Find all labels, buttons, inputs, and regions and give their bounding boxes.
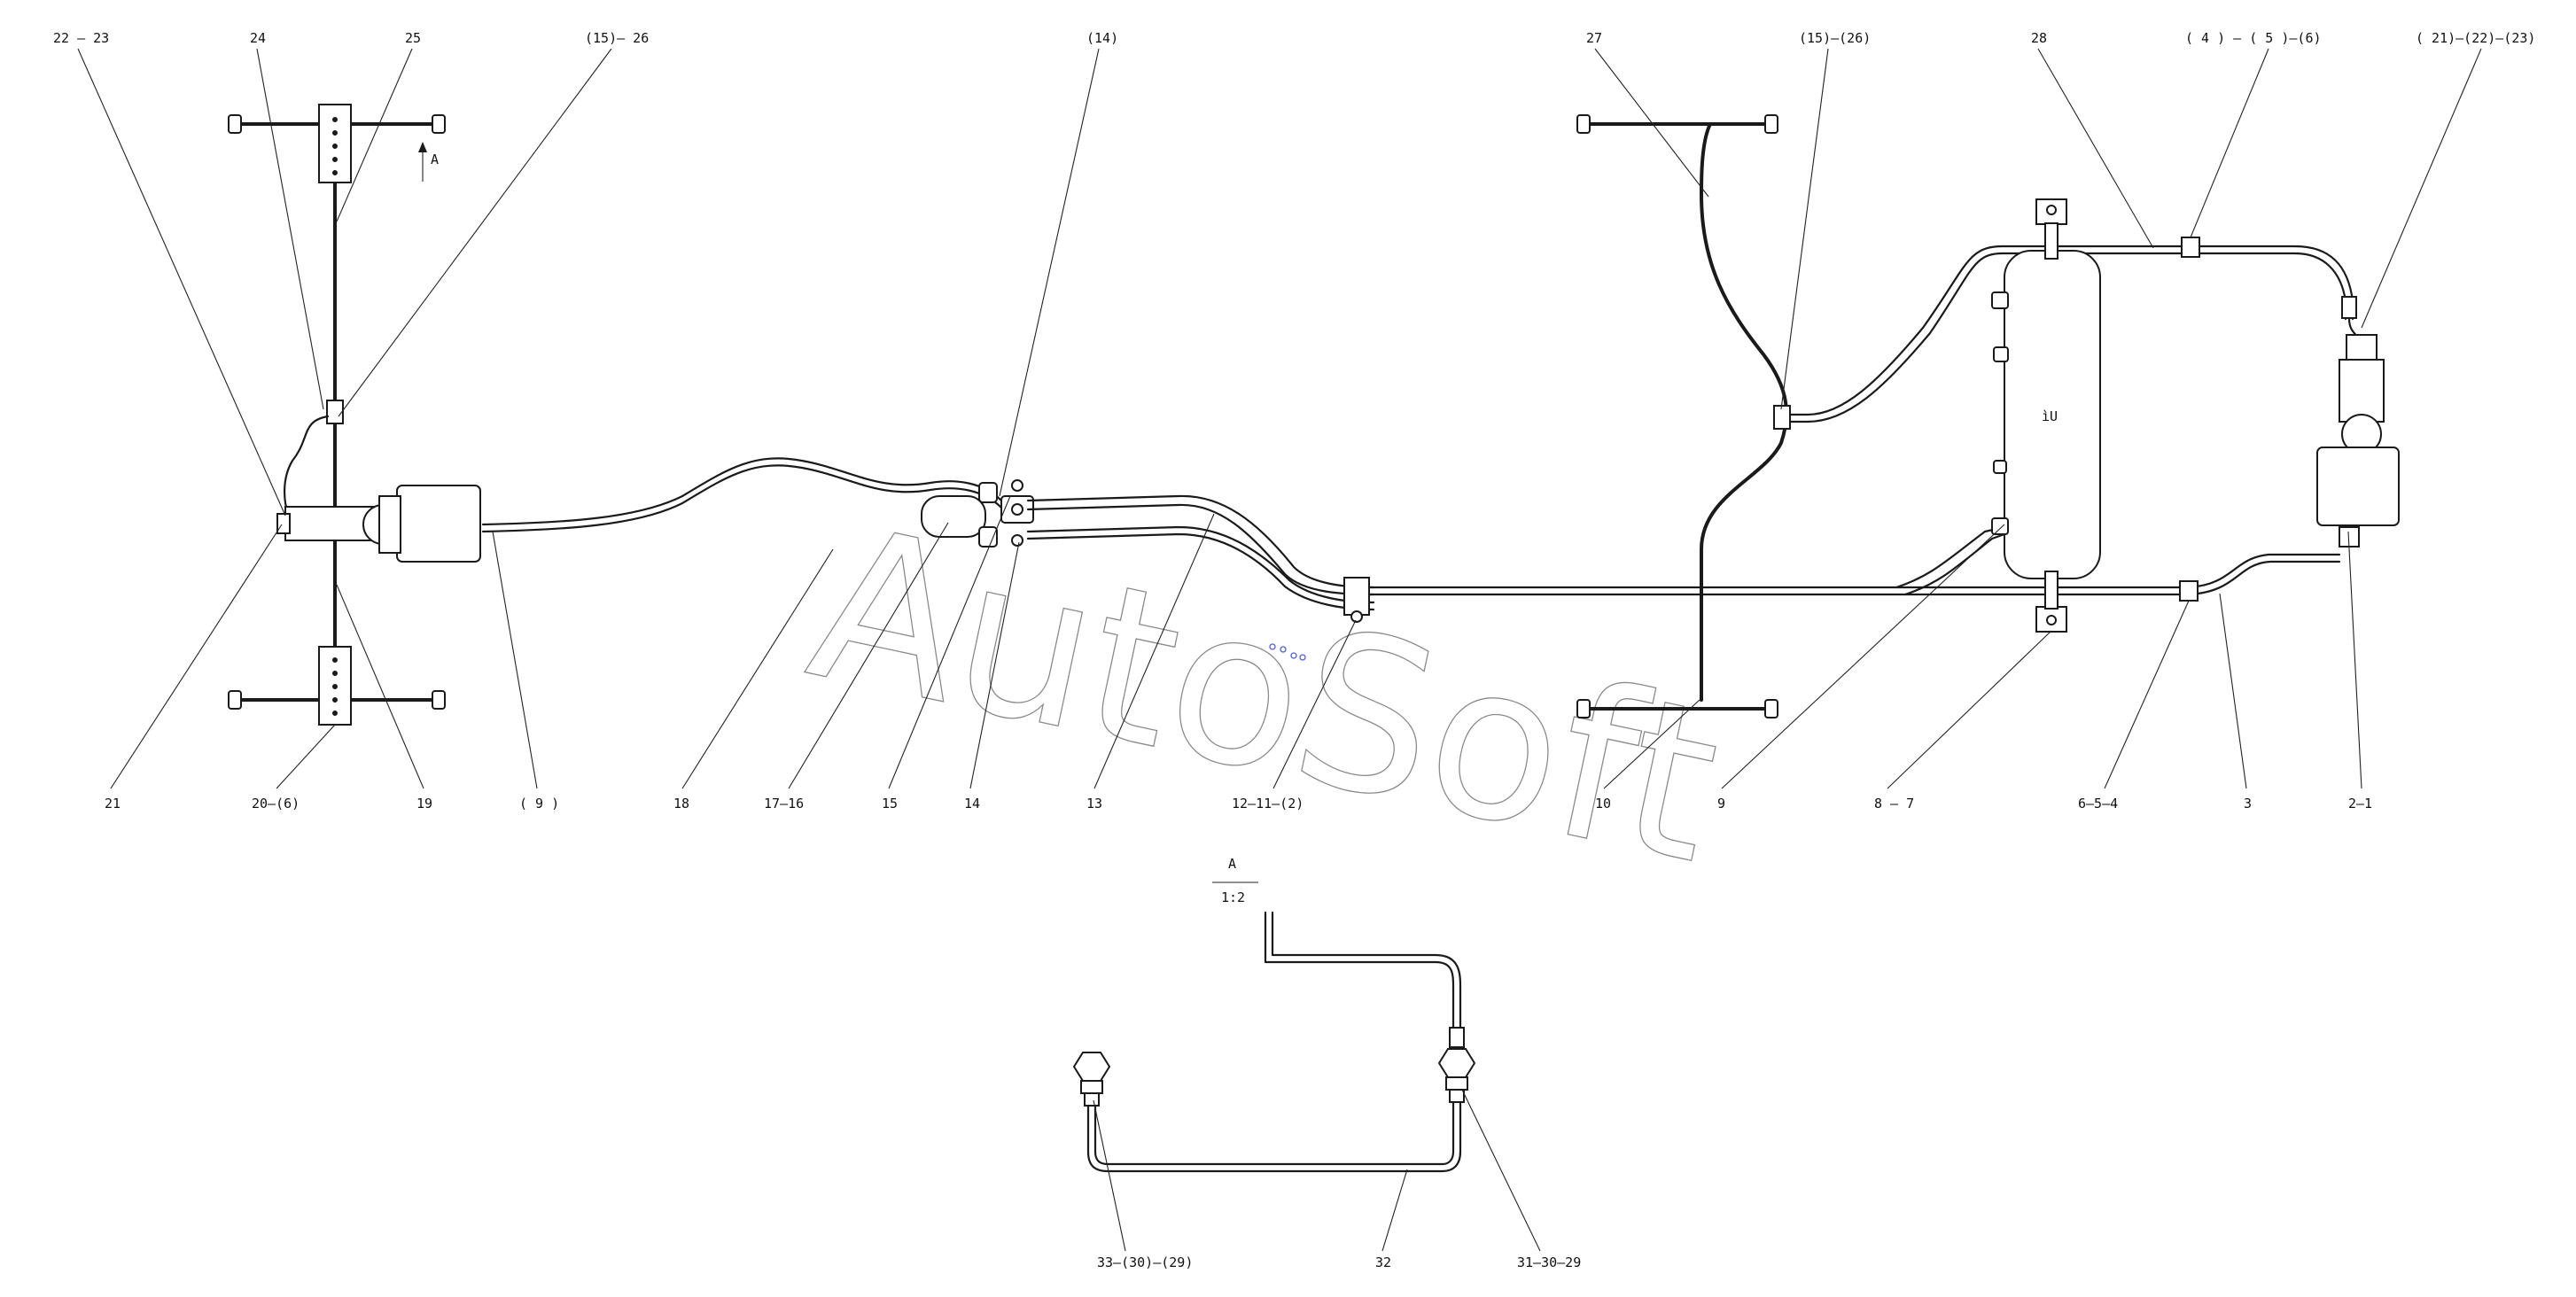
tee-fitting [326,400,344,424]
leader-lines [77,48,2482,789]
callout-27: 27 [1586,30,1602,46]
callout-24: 24 [250,30,266,46]
detail-left-fitting [1072,1052,1111,1107]
top-distribution-block [318,104,352,183]
pipe-13-upper [1026,494,1375,589]
detail-pipe-32 [1086,1097,1462,1173]
callout-14: 14 [964,796,980,812]
pipe-28 [1779,245,2354,416]
detail-view-letter: A [1228,856,1236,872]
callout-31-30-29: 31—30—29 [1517,1254,1581,1270]
callout-33-30-29: 33—(30)—(29) [1097,1254,1193,1270]
pipe-9-branch [1895,525,2006,589]
detail-right-fitting [1437,1027,1476,1103]
view-arrow-label: A [431,151,439,167]
pipe-13-upper-inner [1026,503,1375,596]
callout-20-6: 20—(6) [252,796,300,812]
cross-pipe-end-fittings [228,114,446,710]
callouts-top: 22 — 23 24 25 (15)— 26 (14) 27 (15)—(26)… [53,30,2535,46]
watermark-dots [1269,643,1306,661]
pipe-28-inner [1779,252,2347,423]
callout-15: 15 [882,796,898,812]
callout-19: 19 [416,796,432,812]
right-brake-chamber [2316,334,2400,548]
callout-15-26-left: (15)— 26 [585,30,649,46]
axle-hose [283,415,330,516]
callout-21: 21 [105,796,121,812]
pipe-9-branch-inner [1903,532,2006,596]
callout-25: 25 [405,30,421,46]
fitting-riser [2341,296,2357,319]
left-brake-chamber [276,485,481,563]
fitting-4-5-6 [2181,237,2200,258]
callout-12-11-2: 12—11—(2) [1232,796,1304,812]
callout-9-paren: ( 9 ) [519,796,559,812]
pipe-3-inner [2187,560,2341,596]
callout-15-26-right: (15)—(26) [1799,30,1871,46]
pipe-18-inner [481,464,1003,533]
detail-view-scale: 1:2 [1221,889,1245,905]
callout-8-7: 8 — 7 [1874,796,1914,812]
tank-mark: ìU [2042,408,2058,424]
callouts-bottom: 21 20—(6) 19 ( 9 ) 18 17—16 15 14 13 12—… [105,796,2372,812]
detail-upper-pipe [1264,911,1455,1029]
callout-2-1: 2—1 [2348,796,2372,812]
callout-13: 13 [1086,796,1102,812]
detail-pipe-32-inner [1093,1097,1455,1166]
left-axle-assembly: A [228,104,481,726]
callout-32: 32 [1375,1254,1391,1270]
right-cross-pipe-end-fittings [1576,114,1778,718]
callout-4-5-6: ( 4 ) — ( 5 )—(6) [2185,30,2322,46]
callout-3: 3 [2244,796,2252,812]
pipe-clamp-12 [1343,577,1370,623]
air-tank: ìU [1991,198,2101,633]
detail-view-a: A 1:2 33—(30)—(29) 32 31—30—29 [1072,856,1581,1270]
callout-18: 18 [673,796,689,812]
pipe-3 [2187,553,2341,589]
callout-22-23: 22 — 23 [53,30,109,46]
callout-6-5-4: 6—5—4 [2078,796,2118,812]
watermark-text: AutoSoft [792,478,1737,911]
pipe-18 [481,457,1003,526]
detail-upper-pipe-inner [1271,911,1462,1029]
callout-28: 28 [2031,30,2047,46]
callout-21-22-23: ( 21)—(22)—(23) [2416,30,2535,46]
relay-valve-assembly [921,479,1034,548]
callout-14-top: (14) [1086,30,1118,46]
callout-9: 9 [1717,796,1725,812]
view-arrow-head [418,142,427,152]
callout-10: 10 [1595,796,1611,812]
bottom-distribution-block [318,646,352,726]
watermark: AutoSoft [792,478,1739,911]
tee-fitting-right [1773,405,1791,430]
callout-17-16: 17—16 [764,796,804,812]
fitting-6-5-4 [2179,580,2199,602]
